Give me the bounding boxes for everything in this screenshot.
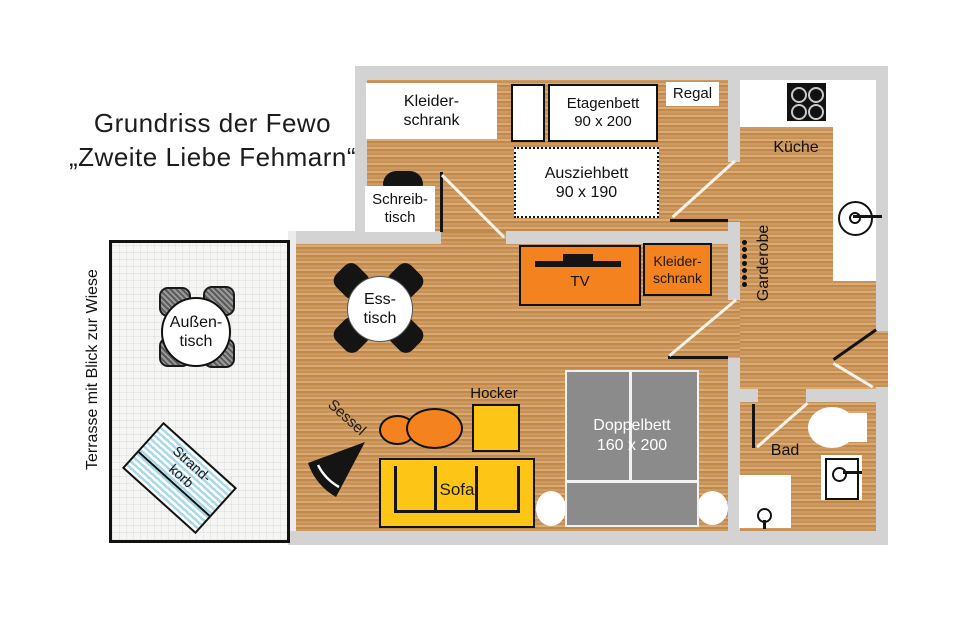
shelf: Regal — [666, 82, 719, 106]
bedroom-door-panel — [440, 172, 443, 232]
double-bed: Doppelbett 160 x 200 — [565, 370, 699, 527]
bunk-bed-ladder — [511, 84, 545, 142]
burner-icon — [808, 104, 824, 120]
living-wardrobe: Kleider- schrank — [643, 243, 712, 296]
living-hall-door-panel — [668, 356, 728, 359]
bedroom-hall-door-panel — [670, 219, 728, 222]
window-wall-terrace — [288, 231, 296, 531]
title-line-1: Grundriss der Fewo — [93, 108, 332, 138]
burner-icon — [808, 87, 824, 103]
wall-bath-left — [728, 402, 740, 531]
desk-label: Schreib- — [372, 191, 428, 208]
living-wardrobe-label: Kleider- — [653, 252, 702, 269]
desk-chair-icon — [383, 171, 423, 187]
bunk-bed-label: Etagenbett — [566, 95, 640, 112]
sink-tap-icon — [853, 215, 882, 218]
stool — [472, 404, 520, 452]
burner-icon — [791, 87, 807, 103]
bedroom-wardrobe: Kleider- schrank — [366, 83, 497, 139]
tv-label: TV — [570, 273, 590, 290]
wall-right-lower — [876, 387, 888, 545]
wall-kitchen-bedroom — [728, 80, 740, 162]
sink-drain-icon — [849, 212, 861, 224]
washbasin-tap-icon — [832, 467, 847, 482]
kitchen-label: Küche — [773, 139, 819, 156]
wall-bedroom-left — [355, 80, 367, 232]
pullout-bed-size: 90 x 190 — [555, 183, 618, 201]
bunk-bed-size: 90 x 200 — [574, 113, 632, 130]
outdoor-table: Außen- tisch — [161, 297, 231, 367]
stove-icon — [787, 83, 826, 121]
stool-label: Hocker — [470, 385, 518, 402]
side-table-icon — [697, 491, 728, 525]
desk: Schreib- tisch — [365, 186, 435, 232]
wall-bottom — [288, 531, 888, 545]
side-table-icon — [536, 491, 566, 526]
dining-table-label: Ess- — [364, 291, 396, 308]
shelf-label: Regal — [672, 85, 713, 102]
outdoor-table-label: Außen- — [169, 314, 223, 331]
toilet-icon — [808, 407, 856, 448]
armchair-icon — [308, 442, 365, 497]
desk-label: tisch — [384, 209, 416, 226]
bathroom-door-panel — [752, 404, 755, 448]
coat-rack-label: Garderobe — [755, 224, 772, 302]
wall-garderobe — [728, 222, 740, 300]
shower-stem-icon — [763, 520, 766, 529]
title-line-2: „Zweite Liebe Fehmarn“ — [69, 142, 356, 172]
beach-chair: Strand- korb — [121, 421, 238, 535]
terrace-label: Terrasse mit Blick zur Wiese — [84, 269, 101, 470]
sofa-label: Sofa — [439, 480, 475, 499]
pullout-bed: Ausziehbett 90 x 190 — [514, 147, 659, 218]
wall-divider-right — [506, 231, 740, 244]
outdoor-table-label: tisch — [179, 333, 213, 350]
page-title: Grundriss der Fewo „Zweite Liebe Fehmarn… — [40, 106, 385, 174]
dining-table: Ess- tisch — [347, 276, 413, 342]
wall-bath-top-left — [728, 389, 758, 402]
wall-right-upper — [876, 66, 888, 331]
bathroom-label: Bad — [770, 442, 800, 459]
bedroom-wardrobe-label: Kleider- — [403, 93, 460, 110]
dining-table-label: tisch — [363, 310, 397, 327]
living-wardrobe-label: schrank — [652, 269, 703, 286]
terrace: Außen- tisch Strand- korb — [109, 240, 290, 543]
sink-icon — [838, 201, 873, 236]
tv-screen-icon — [535, 261, 621, 267]
tv-board: TV — [519, 245, 641, 306]
coat-hooks-icon — [742, 240, 747, 288]
wall-divider-left — [296, 231, 441, 244]
sofa: Sofa — [379, 458, 535, 528]
bunk-bed: Etagenbett 90 x 200 — [548, 84, 658, 142]
tv-box-icon — [563, 254, 593, 261]
wall-bath-top-right — [806, 389, 876, 402]
double-bed-label: Doppelbett — [593, 417, 671, 434]
pouf-icon — [406, 408, 463, 449]
burner-icon — [791, 104, 807, 120]
bedroom-wardrobe-label: schrank — [403, 112, 460, 129]
pullout-bed-label: Ausziehbett — [544, 164, 629, 182]
double-bed-size: 160 x 200 — [596, 437, 668, 454]
washbasin-tap-line-icon — [843, 471, 862, 474]
wall-top — [355, 66, 888, 80]
